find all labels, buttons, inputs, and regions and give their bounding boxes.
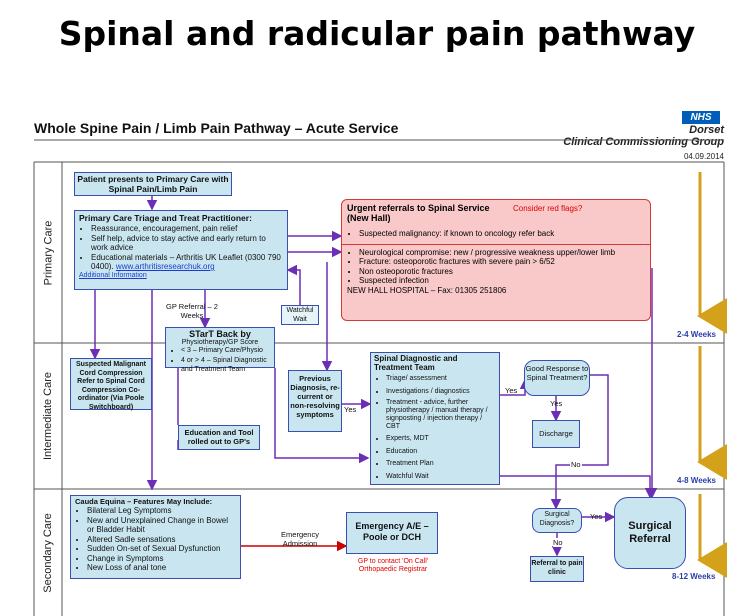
urgent-item: Non osteoporotic fractures xyxy=(359,267,645,277)
yes-label: Yes xyxy=(344,405,357,414)
discharge-box: Discharge xyxy=(532,420,580,448)
urgent-divider xyxy=(342,243,650,245)
surgical-referral-box: Surgical Referral xyxy=(614,497,686,569)
triage-item: Educational materials – Arthritis UK Lea… xyxy=(91,253,283,272)
cauda-equina-box: Cauda Equina – Features May Include: Bil… xyxy=(70,495,241,579)
weeks-label-intermediate: 4-8 Weeks xyxy=(677,476,716,485)
urgent-title: Urgent referrals to Spinal Service (New … xyxy=(347,203,490,223)
cauda-item: Bilateral Leg Symptoms xyxy=(87,506,236,516)
emergency-admission-label: Emergency Admission xyxy=(281,530,319,548)
start-back-title: STarT Back by xyxy=(189,329,251,339)
cauda-item: New and Unexplained Change in Bowel or B… xyxy=(87,516,236,535)
cauda-item: Altered Sadle sensations xyxy=(87,535,236,545)
pain-clinic-box: Referral to pain clinic xyxy=(530,556,584,582)
nhs-logo: NHS xyxy=(682,111,720,124)
surgical-diagnosis-box: Surgical Diagnosis? xyxy=(532,508,582,533)
start-back-item: < 3 – Primary Care/Physio xyxy=(181,346,271,356)
triage-item: Reassurance, encouragement, pain relief xyxy=(91,224,283,234)
spinal-team-item: Triage/ assessment xyxy=(386,374,496,384)
weeks-label-primary: 2-4 Weeks xyxy=(677,330,716,339)
weeks-label-secondary: 8-12 Weeks xyxy=(672,572,716,581)
additional-information-link[interactable]: Additional Information xyxy=(79,271,147,279)
patient-presents-box: Patient presents to Primary Care with Sp… xyxy=(74,172,232,196)
no-label: No xyxy=(570,460,582,469)
urgent-item: Fracture: osteoporotic fractures with se… xyxy=(359,257,645,267)
gp-referral-label: GP Referral – 2 Weeks xyxy=(166,302,218,320)
spinal-team-item: Treatment Plan xyxy=(386,459,496,469)
watchful-wait-box: Watchful Wait xyxy=(281,305,319,325)
triage-leaflet-text: Educational materials – Arthritis UK Lea… xyxy=(91,252,281,272)
spinal-team-item: Experts, MDT xyxy=(386,434,496,444)
yes-label: Yes xyxy=(550,399,563,408)
urgent-referrals-box: Urgent referrals to Spinal Service (New … xyxy=(341,199,651,321)
cauda-title: Cauda Equina – Features May Include: xyxy=(75,497,213,506)
urgent-item: Neurological compromise: new / progressi… xyxy=(359,248,645,258)
urgent-item: Suspected malignancy: if known to oncolo… xyxy=(359,229,645,239)
ccg-name: Dorset Clinical Commissioning Group xyxy=(560,124,724,148)
start-back-item: 4 or > 4 – Spinal Diagnostic and Treatme… xyxy=(181,356,271,375)
start-back-subtitle: Physiotherapy/GP Score xyxy=(181,339,259,346)
document-date: 04.09.2014 xyxy=(683,152,724,161)
ccg-line-2: Clinical Commissioning Group xyxy=(563,136,724,148)
education-tool-box: Education and Tool rolled out to GP's xyxy=(178,425,260,450)
red-flags-note: Consider red flags? xyxy=(513,204,583,213)
spinal-team-item: Watchful Wait xyxy=(386,472,496,482)
no-label: No xyxy=(553,538,563,547)
slide-title: Spinal and radicular pain pathway xyxy=(58,14,696,53)
arthritis-link[interactable]: www.arthritisresearchuk.org xyxy=(115,262,215,271)
yes-label: Yes xyxy=(590,512,603,521)
triage-title: Primary Care Triage and Treat Practition… xyxy=(79,213,252,223)
spinal-team-box: Spinal Diagnostic and Treatment Team Tri… xyxy=(370,352,500,485)
gp-contact-note: GP to contact 'On Call' Orthopaedic Regi… xyxy=(357,558,429,573)
new-hall-contact: NEW HALL HOSPITAL – Fax: 01305 251806 xyxy=(347,285,507,295)
spinal-team-item: Treatment - advice, further physiotherap… xyxy=(386,399,496,431)
urgent-item: Suspected infection xyxy=(359,276,645,286)
start-back-box: STarT Back by Physiotherapy/GP Score < 3… xyxy=(165,327,275,373)
cauda-item: New Loss of anal tone xyxy=(87,563,236,573)
spinal-team-item: Investigations / diagnostics xyxy=(386,387,496,397)
ccg-line-1: Dorset xyxy=(689,124,724,136)
triage-box: Primary Care Triage and Treat Practition… xyxy=(74,210,288,290)
spinal-team-item: Education xyxy=(386,447,496,457)
triage-item: Self help, advice to stay active and ear… xyxy=(91,234,283,253)
malignant-cord-box: Suspected Malignant Cord Compression Ref… xyxy=(70,358,152,411)
good-response-box: Good Response to Spinal Treatment? xyxy=(524,360,590,396)
spinal-team-title: Spinal Diagnostic and Treatment Team xyxy=(374,354,458,372)
cauda-item: Change in Symptoms xyxy=(87,554,236,564)
emergency-ae-box: Emergency A/E – Poole or DCH xyxy=(346,512,438,554)
yes-label: Yes xyxy=(505,386,518,395)
previous-diagnosis-box: Previous Diagnosis, re-current or non-re… xyxy=(288,370,342,432)
document-title: Whole Spine Pain / Limb Pain Pathway – A… xyxy=(34,120,399,136)
cauda-item: Sudden On-set of Sexual Dysfunction xyxy=(87,544,236,554)
